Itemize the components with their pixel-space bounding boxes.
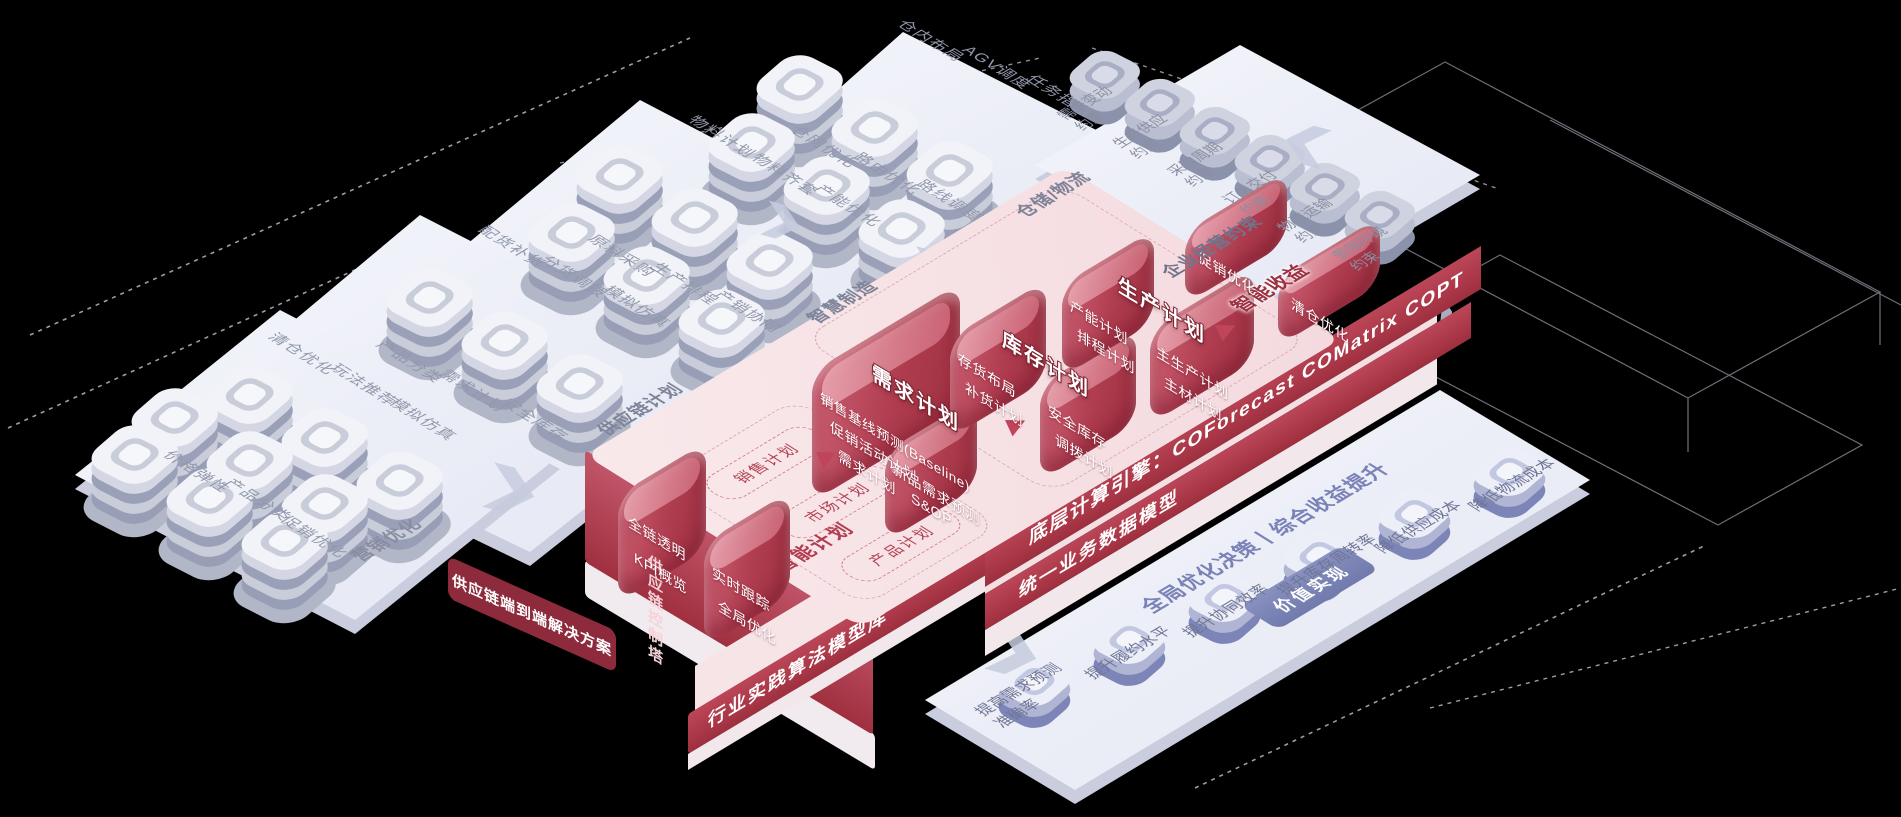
dashed-line [1429,587,1901,709]
dashed-line [1194,544,1707,789]
mini-arrow-icon [1215,325,1236,342]
mini-arrow-icon [1005,420,1026,437]
mini-arrow-icon [816,452,837,469]
wireframe-line [1549,119,1901,306]
dashed-line [29,37,691,336]
